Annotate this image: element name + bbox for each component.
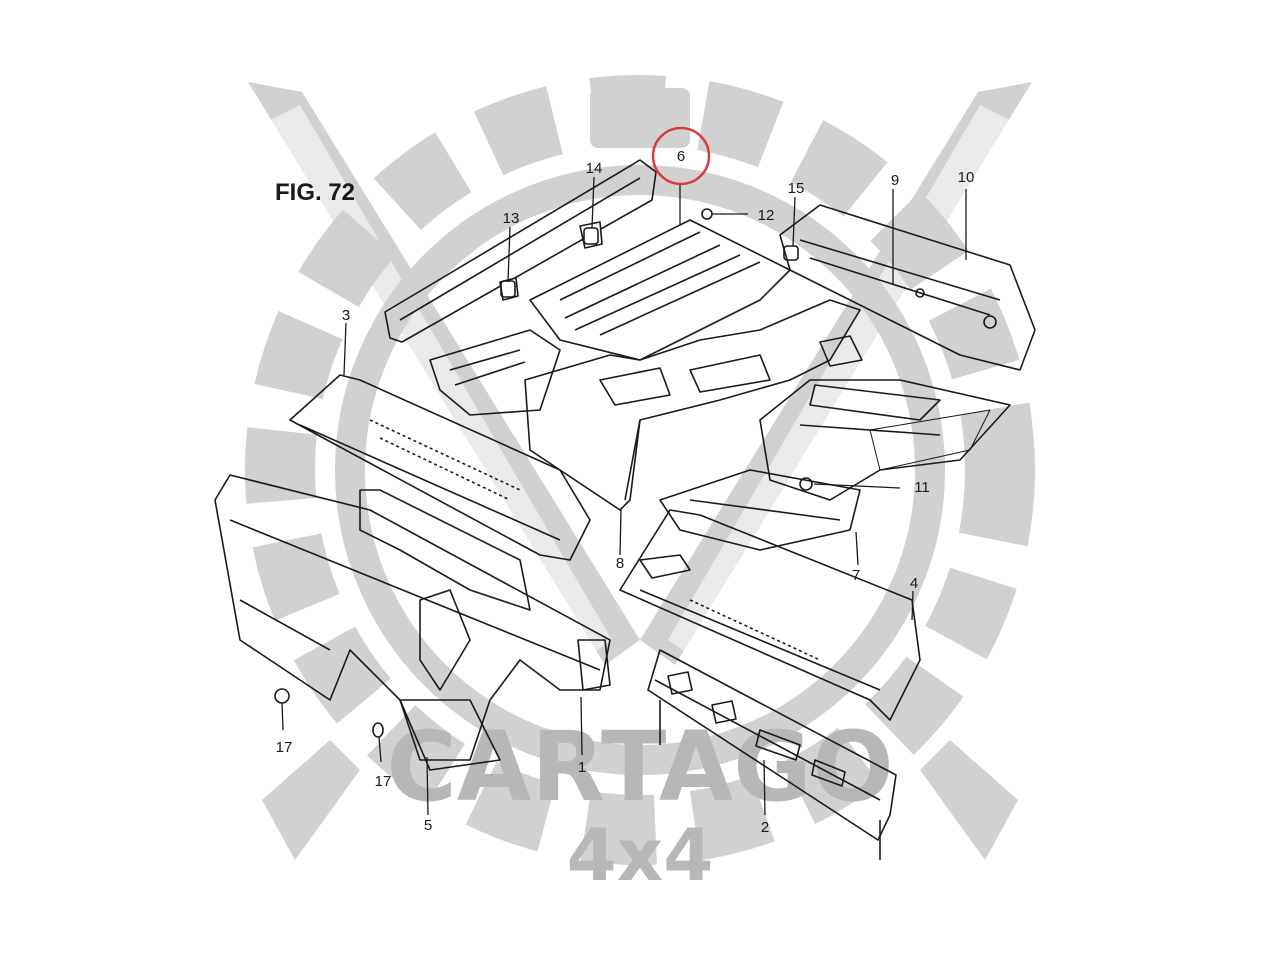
nut-15 <box>783 245 799 261</box>
callout-15: 15 <box>788 180 805 197</box>
front-cross-panel <box>289 374 591 561</box>
callout-numbers: 1 2 3 4 5 6 7 8 9 10 11 12 13 14 15 17 1… <box>276 148 975 836</box>
center-floor-panel <box>429 219 791 416</box>
leader-lines <box>281 176 967 816</box>
figure-title: FIG. 72 <box>275 179 355 206</box>
parts-drawing <box>214 159 1036 860</box>
grommet-17a <box>274 688 290 704</box>
callout-10: 10 <box>958 169 975 186</box>
floor-tunnel <box>524 299 861 511</box>
callout-8: 8 <box>616 555 624 572</box>
callout-12: 12 <box>758 207 775 224</box>
callout-9: 9 <box>891 172 899 189</box>
callout-14: 14 <box>586 160 603 177</box>
plug-11 <box>799 477 813 491</box>
callout-3: 3 <box>342 307 350 324</box>
plug-12 <box>701 208 713 220</box>
callout-13: 13 <box>503 210 520 227</box>
callout-17a: 17 <box>276 739 293 756</box>
callout-2: 2 <box>761 819 769 836</box>
highlight-circle <box>651 126 711 186</box>
callout-6: 6 <box>677 148 685 165</box>
dash-firewall-panel <box>214 474 611 771</box>
lower-crossmember <box>647 649 897 860</box>
callout-17b: 17 <box>375 773 392 790</box>
rear-floor-panel <box>659 379 1011 551</box>
watermark-text: CARTAGO 4x4 <box>386 711 893 897</box>
watermark-brand-line2: 4x4 <box>567 813 714 897</box>
callout-4: 4 <box>910 575 918 592</box>
callout-7: 7 <box>852 567 860 584</box>
front-floor-right-panel <box>619 509 921 721</box>
callout-1: 1 <box>578 759 586 776</box>
callout-11: 11 <box>914 479 930 496</box>
rear-crossmember <box>779 204 1036 371</box>
grommet-17b <box>372 722 384 738</box>
nut-14 <box>583 227 599 245</box>
callout-5: 5 <box>424 817 432 834</box>
